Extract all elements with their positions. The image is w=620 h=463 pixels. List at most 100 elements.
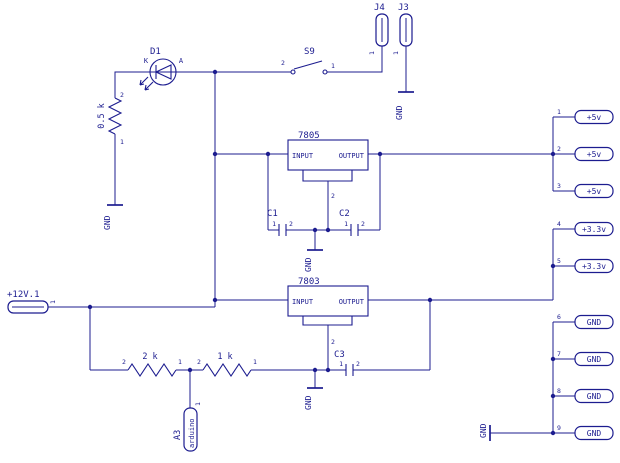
junction-dot <box>550 393 556 399</box>
net-caps-gnd-wire <box>286 181 351 250</box>
connector-12v-label: +12V.1 <box>7 290 40 300</box>
junction-dot <box>550 356 556 362</box>
junction-dot <box>325 367 331 373</box>
junction-dot <box>265 151 271 157</box>
output-pin-number: 4 <box>557 220 561 228</box>
junction-dot <box>312 367 318 373</box>
resistor-zigzag <box>127 363 177 377</box>
capacitor-c1: C1 1 2 <box>267 209 293 236</box>
connector-j4-label: J4 <box>374 3 385 13</box>
net-5v-wire <box>358 116 575 231</box>
led-diode-symbol <box>150 64 176 80</box>
led-cathode-label: K <box>144 57 149 65</box>
junction-dots <box>87 69 556 436</box>
output-pin-number: 1 <box>557 108 561 116</box>
resistor-pin-number: 2 <box>120 91 124 99</box>
connector-j3: J3 1 <box>392 3 413 55</box>
led-emission-arrows-icon <box>139 76 154 91</box>
regulator-7805: 7805 INPUT OUTPUT 2 <box>287 131 369 200</box>
regulator-input-label: INPUT <box>292 298 314 306</box>
connector-j3-label: J3 <box>398 3 409 13</box>
capacitor-pin-number: 2 <box>289 220 293 228</box>
resistor-zigzag <box>202 363 252 377</box>
output-net-label: +5v <box>587 113 602 122</box>
regulator-gnd-pin-number: 2 <box>331 192 335 200</box>
output-pin-number: 3 <box>557 182 561 190</box>
capacitor-pin-number: 1 <box>339 360 343 368</box>
connector-j3-pad <box>399 13 413 47</box>
regulator-body <box>287 139 369 171</box>
output-pad <box>574 351 614 367</box>
capacitor-ref-label: C1 <box>267 209 278 219</box>
resistor-pin-number: 2 <box>197 358 201 366</box>
connector-j4: J4 1 <box>368 3 389 55</box>
capacitor-plates <box>278 224 287 236</box>
junction-dot <box>87 304 93 310</box>
output-net-label: +5v <box>587 150 602 159</box>
resistor-value-label: 1 k <box>217 352 232 362</box>
junction-dot <box>312 227 318 233</box>
led-ref-label: D1 <box>150 47 161 57</box>
output-pad <box>574 146 614 162</box>
switch-pin-number: 2 <box>281 59 285 67</box>
connector-out-6: GND 6 <box>557 313 614 330</box>
regulator-output-label: OUTPUT <box>339 298 365 306</box>
connector-j4-pin-number: 1 <box>368 51 376 55</box>
junction-dot <box>212 297 218 303</box>
output-pin-number: 8 <box>557 387 561 395</box>
capacitor-pin-number: 2 <box>361 220 365 228</box>
resistor-zigzag <box>107 97 123 135</box>
resistor-pin-number: 1 <box>253 358 257 366</box>
junction-dot <box>427 297 433 303</box>
connector-out-9: GND 9 <box>557 424 614 441</box>
resistor-value-label: 0.5 k <box>97 103 107 129</box>
output-net-label: GND <box>587 355 602 364</box>
gnd-label: GND <box>103 215 112 230</box>
wires <box>48 46 575 434</box>
capacitor-pin-number: 1 <box>272 220 276 228</box>
regulator-input-label: INPUT <box>292 152 314 160</box>
capacitor-ref-label: C3 <box>334 350 345 360</box>
led-d1: D1 K A <box>139 47 184 91</box>
regulator-gnd-tab <box>302 316 353 326</box>
resistor-pin-number: 2 <box>122 358 126 366</box>
connector-out-1: +5v 1 <box>557 108 614 125</box>
gnd-label: GND <box>304 395 313 410</box>
regulator-gnd-pin-number: 2 <box>331 338 335 346</box>
connector-12v-pad <box>7 300 49 314</box>
gnd-symbol-r1: GND <box>103 204 123 230</box>
net-12v-wire <box>48 71 291 371</box>
output-net-label: GND <box>587 392 602 401</box>
junction-dot <box>212 69 218 75</box>
led-anode-label: A <box>179 57 184 65</box>
connector-out-5: +3.3v 5 <box>557 257 614 274</box>
output-pin-number: 5 <box>557 257 561 265</box>
resistor-pin-number: 1 <box>120 138 124 146</box>
connector-a3-arduino: arduino A3 1 <box>173 402 202 452</box>
output-net-label: GND <box>587 429 602 438</box>
connector-a3-pad <box>183 407 198 452</box>
resistor-value-label: 2 k <box>142 352 157 362</box>
connector-out-7: GND 7 <box>557 350 614 367</box>
connector-j3-pin-number: 1 <box>392 51 400 55</box>
output-pad <box>574 183 614 199</box>
switch-terminal <box>290 69 296 75</box>
regulator-body <box>287 285 369 317</box>
connector-out-3: +5v 3 <box>557 182 614 199</box>
output-pad <box>574 388 614 404</box>
resistor-r3: 1 k 2 1 <box>197 352 257 377</box>
capacitor-pin-number: 1 <box>344 220 348 228</box>
junction-dot <box>377 151 383 157</box>
junction-dot <box>212 151 218 157</box>
output-net-label: +3.3v <box>582 225 606 234</box>
junction-dot <box>550 151 556 157</box>
connector-out-8: GND 8 <box>557 387 614 404</box>
resistor-r2: 2 k 2 1 <box>122 352 182 377</box>
output-pad <box>574 258 614 274</box>
connector-out-4: +3.3v 4 <box>557 220 614 237</box>
connector-a3-pin-number: 1 <box>194 402 202 406</box>
connector-j4-pad <box>375 13 389 47</box>
gnd-symbol-7803: GND <box>304 387 323 410</box>
output-pin-number: 9 <box>557 424 561 432</box>
